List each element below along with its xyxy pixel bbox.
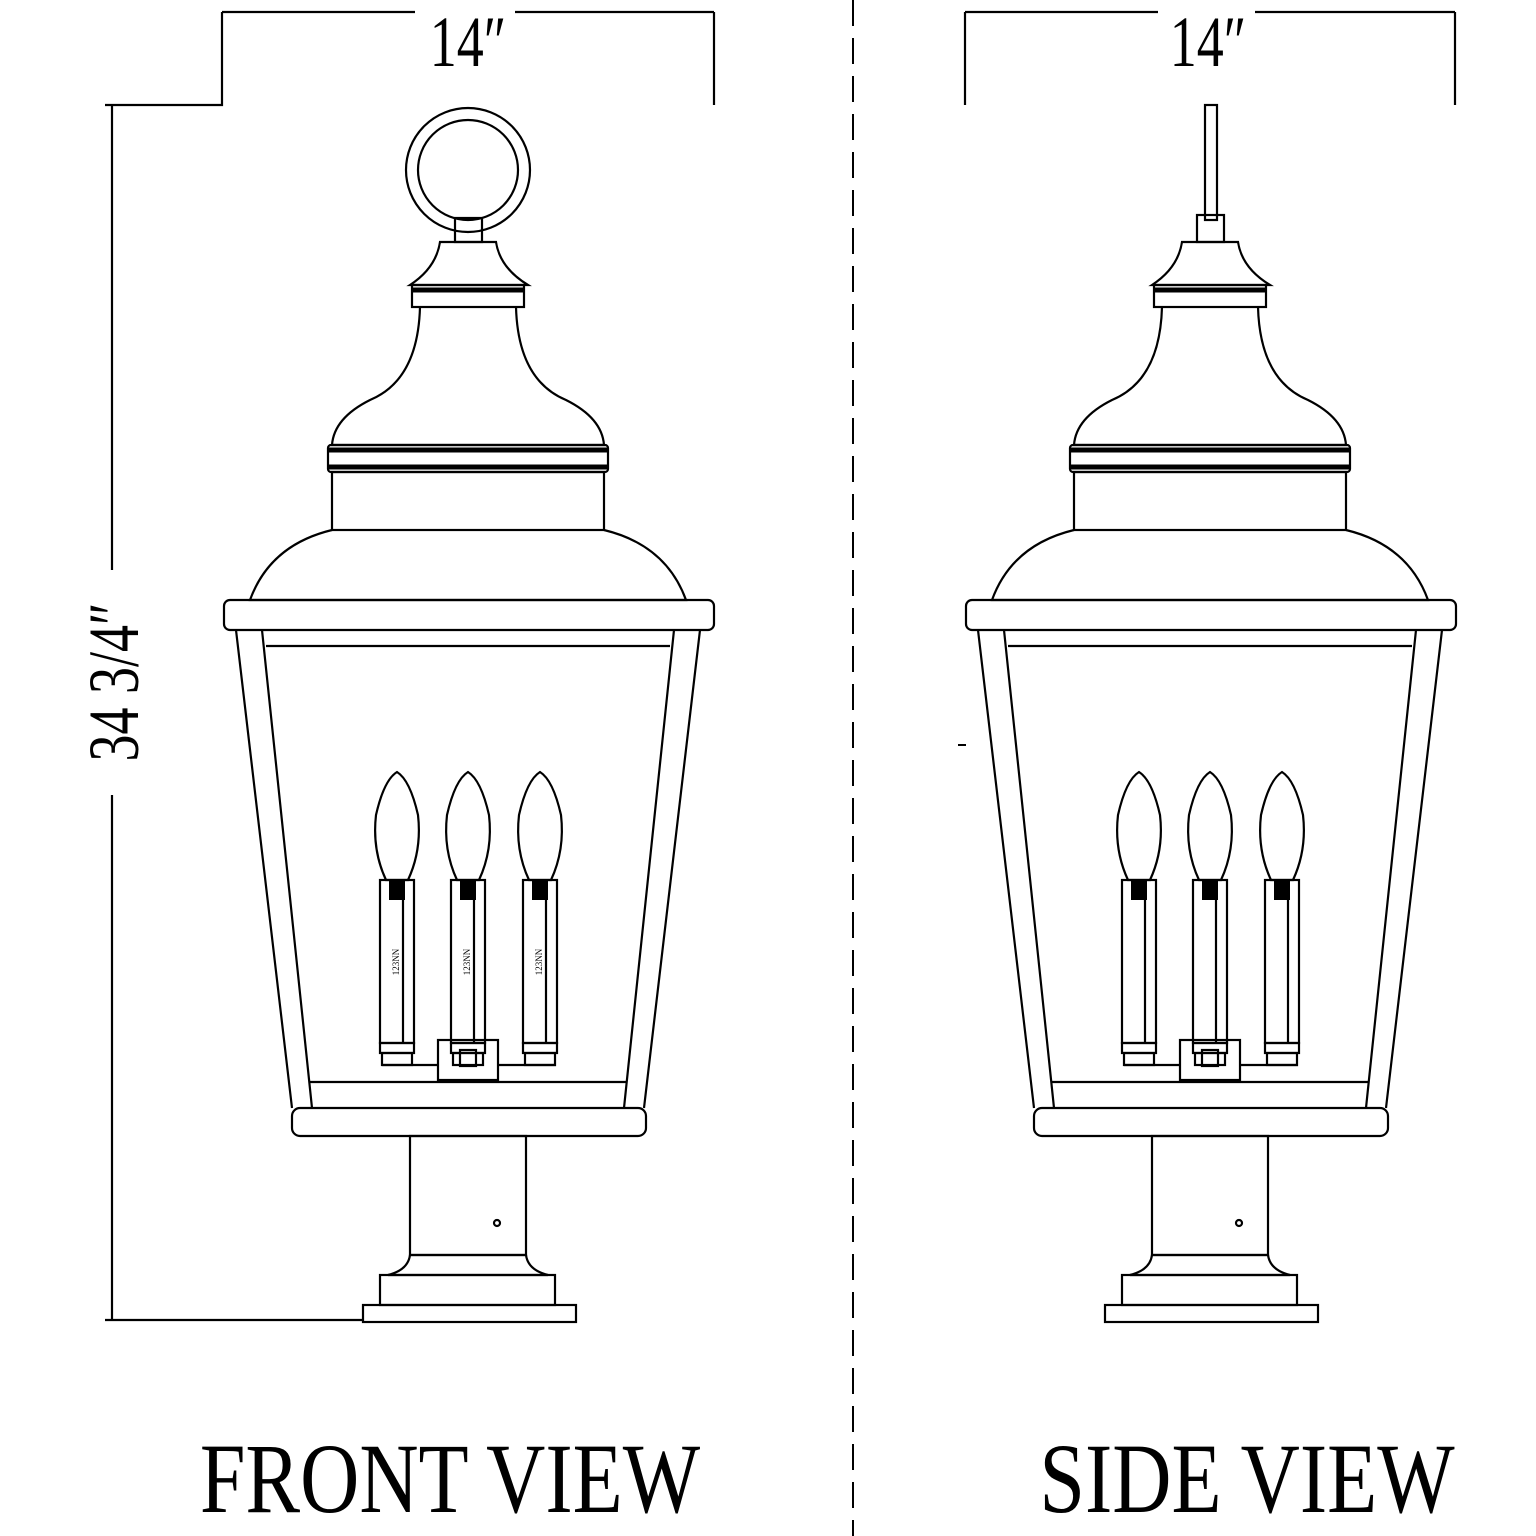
front-view-label: FRONT VIEW bbox=[200, 1423, 701, 1533]
front-view-lantern bbox=[224, 106, 714, 1322]
front-width-dimension: 14″ bbox=[105, 2, 716, 107]
height-label: 34 3/4″ bbox=[74, 603, 154, 762]
side-view-label: SIDE VIEW bbox=[1039, 1423, 1455, 1533]
hanging-ring bbox=[404, 106, 532, 234]
hanging-bar bbox=[1203, 103, 1219, 222]
height-dimension: 34 3/4″ bbox=[74, 105, 363, 1322]
front-width-label: 14″ bbox=[430, 2, 506, 82]
candle-label-3: 123NN bbox=[534, 948, 544, 975]
side-view-lantern bbox=[966, 103, 1456, 1322]
side-width-dimension: 14″ bbox=[963, 2, 1457, 105]
candle-label-2: 123NN bbox=[462, 948, 472, 975]
side-width-label: 14″ bbox=[1170, 2, 1246, 82]
candle-label-1: 123NN bbox=[391, 948, 401, 975]
